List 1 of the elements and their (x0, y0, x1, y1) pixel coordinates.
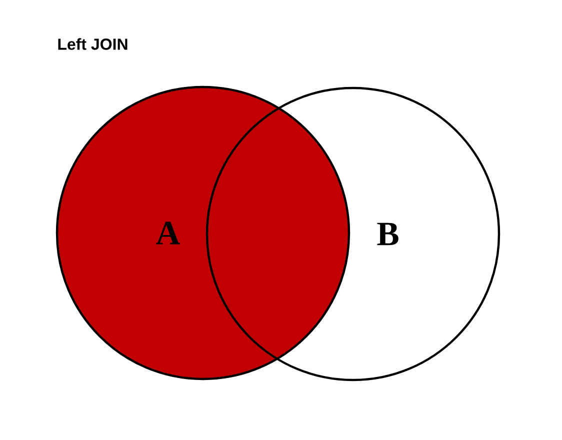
title: Left JOIN (58, 38, 128, 50)
